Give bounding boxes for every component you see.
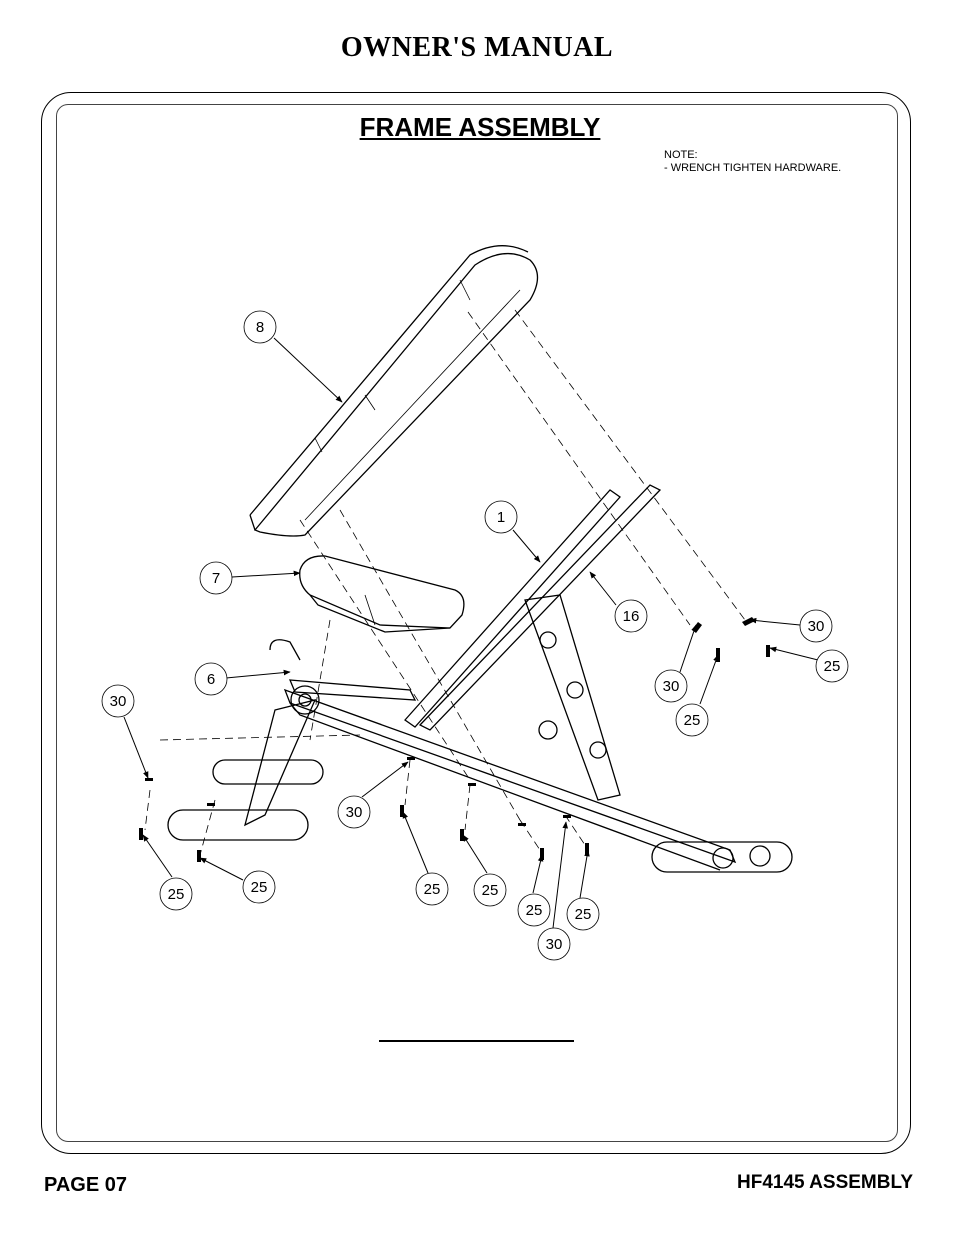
callout-part-30d: 30 bbox=[337, 795, 371, 829]
divider-line bbox=[379, 1040, 574, 1042]
callout-part-30c: 30 bbox=[101, 684, 135, 718]
callout-label: 30 bbox=[808, 618, 825, 635]
callout-part-25e: 25 bbox=[415, 872, 449, 906]
callout-label: 30 bbox=[663, 678, 680, 695]
note-block: NOTE: - WRENCH TIGHTEN HARDWARE. bbox=[664, 149, 841, 175]
callout-label: 25 bbox=[424, 881, 441, 898]
page-header-title: OWNER'S MANUAL bbox=[340, 32, 614, 63]
callout-label: 8 bbox=[256, 319, 264, 336]
callout-label: 25 bbox=[684, 712, 701, 729]
callout-label: 25 bbox=[824, 658, 841, 675]
callout-part-6: 6 bbox=[194, 662, 228, 696]
callout-part-25a: 25 bbox=[815, 649, 849, 683]
alignment-lines bbox=[144, 309, 746, 856]
callout-part-8: 8 bbox=[243, 310, 277, 344]
callout-label: 1 bbox=[497, 509, 505, 526]
note-text: - WRENCH TIGHTEN HARDWARE. bbox=[664, 162, 842, 174]
callout-part-16: 16 bbox=[614, 599, 648, 633]
callout-label: 16 bbox=[623, 608, 640, 625]
callout-part-25h: 25 bbox=[566, 897, 600, 931]
callout-label: 25 bbox=[482, 882, 499, 899]
seat-pad-drawing bbox=[299, 555, 465, 633]
outer-frame bbox=[41, 92, 911, 1154]
frame-drawing bbox=[167, 484, 793, 873]
callout-label: 30 bbox=[110, 693, 127, 710]
callout-label: 25 bbox=[251, 879, 268, 896]
callout-label: 30 bbox=[346, 804, 363, 821]
callout-part-25g: 25 bbox=[517, 893, 551, 927]
callout-label: 7 bbox=[212, 570, 220, 587]
back-pad-drawing bbox=[249, 245, 539, 537]
inner-frame bbox=[56, 104, 898, 1142]
callout-part-30b: 30 bbox=[654, 669, 688, 703]
callout-group: 8 1 7 16 30 30 25 6 30 25 30 25 25 25 25… bbox=[101, 310, 849, 961]
callout-part-25f: 25 bbox=[473, 873, 507, 907]
callout-part-25c: 25 bbox=[242, 870, 276, 904]
callout-label: 25 bbox=[168, 886, 185, 903]
section-title: FRAME ASSEMBLY bbox=[359, 112, 601, 142]
callout-label: 25 bbox=[526, 902, 543, 919]
callout-part-7: 7 bbox=[199, 561, 233, 595]
callout-part-25b: 25 bbox=[675, 703, 709, 737]
callout-label: 30 bbox=[546, 936, 563, 953]
hardware-drawing bbox=[139, 617, 770, 862]
footer-model-title: HF4145 ASSEMBLY bbox=[737, 1172, 913, 1193]
callout-label: 6 bbox=[207, 671, 215, 688]
callout-part-1: 1 bbox=[484, 500, 518, 534]
callout-part-30e: 30 bbox=[537, 927, 571, 961]
callout-part-30a: 30 bbox=[799, 609, 833, 643]
leader-lines bbox=[123, 337, 819, 929]
note-heading: NOTE: bbox=[664, 149, 698, 161]
callout-part-25d: 25 bbox=[159, 877, 193, 911]
callout-label: 25 bbox=[575, 906, 592, 923]
footer-page-number: PAGE 07 bbox=[44, 1174, 127, 1196]
